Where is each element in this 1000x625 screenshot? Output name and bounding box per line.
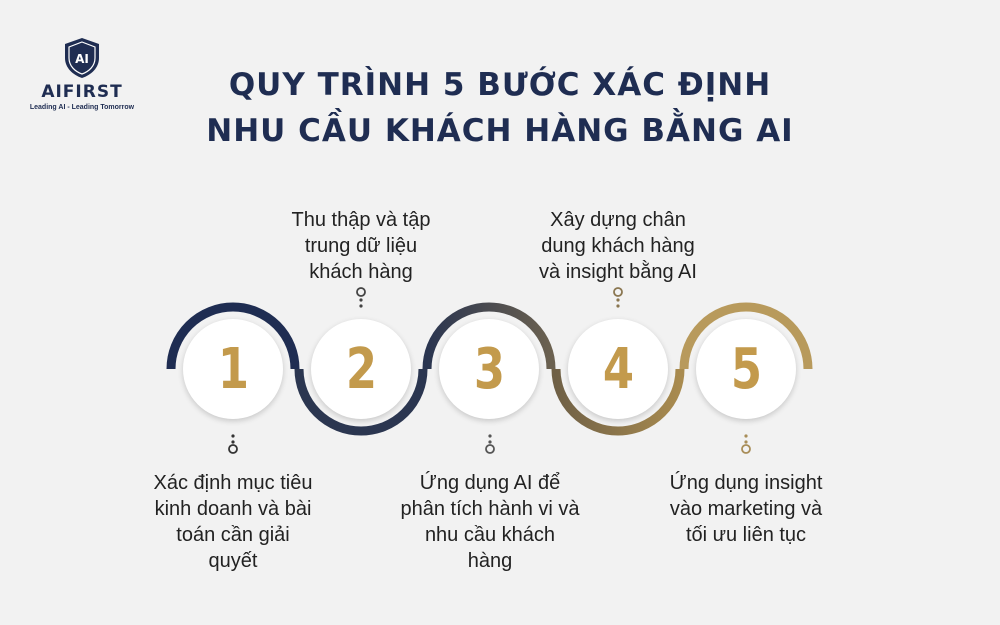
step-1-label: Xác định mục tiêu kinh doanh và bài toán… bbox=[153, 472, 313, 572]
logo-tagline: Leading AI - Leading Tomorrow bbox=[29, 104, 135, 111]
step-5-label: Ứng dụng insight vào marketing và tối ưu… bbox=[669, 472, 823, 546]
step-4-circle: 4 bbox=[568, 319, 668, 419]
step-5-ring bbox=[679, 302, 813, 370]
page-title: QUY TRÌNH 5 BƯỚC XÁC ĐỊNH NHU CẦU KHÁCH … bbox=[0, 62, 1000, 154]
logo-name: AIFIRST bbox=[41, 82, 123, 102]
connector-step-1 bbox=[228, 434, 238, 454]
shield-icon: AI bbox=[65, 38, 99, 78]
step-5-number: 5 bbox=[730, 336, 762, 402]
step-2-circle: 2 bbox=[311, 319, 411, 419]
step-4-number: 4 bbox=[602, 336, 634, 402]
step-2-label: Thu thập và tập trung dữ liệu khách hàng bbox=[291, 209, 431, 283]
title-line-2: NHU CẦU KHÁCH HÀNG BẰNG AI bbox=[206, 113, 794, 149]
title-line-1: QUY TRÌNH 5 BƯỚC XÁC ĐỊNH bbox=[228, 67, 772, 103]
step-5-circle: 5 bbox=[696, 319, 796, 419]
step-1-circle: 1 bbox=[183, 319, 283, 419]
logo-emblem-text: AI bbox=[75, 52, 89, 66]
connector-step-5 bbox=[741, 434, 751, 454]
step-4-label: Xây dựng chân dung khách hàng và insight… bbox=[539, 209, 697, 283]
step-3-number: 3 bbox=[473, 336, 505, 402]
step-2-ring bbox=[294, 368, 428, 436]
step-4-ring bbox=[551, 368, 685, 436]
connector-step-3 bbox=[485, 434, 495, 454]
step-3-label: Ứng dụng AI để phân tích hành vi và nhu … bbox=[400, 472, 580, 572]
connector-step-4 bbox=[613, 287, 623, 308]
step-3-ring bbox=[422, 302, 556, 370]
brand-logo: AI AIFIRST Leading AI - Leading Tomorrow bbox=[22, 36, 142, 111]
connector-step-2 bbox=[356, 287, 366, 308]
step-3-circle: 3 bbox=[439, 319, 539, 419]
step-1-ring bbox=[166, 302, 300, 370]
step-2-number: 2 bbox=[345, 336, 377, 402]
step-1-number: 1 bbox=[217, 336, 249, 402]
